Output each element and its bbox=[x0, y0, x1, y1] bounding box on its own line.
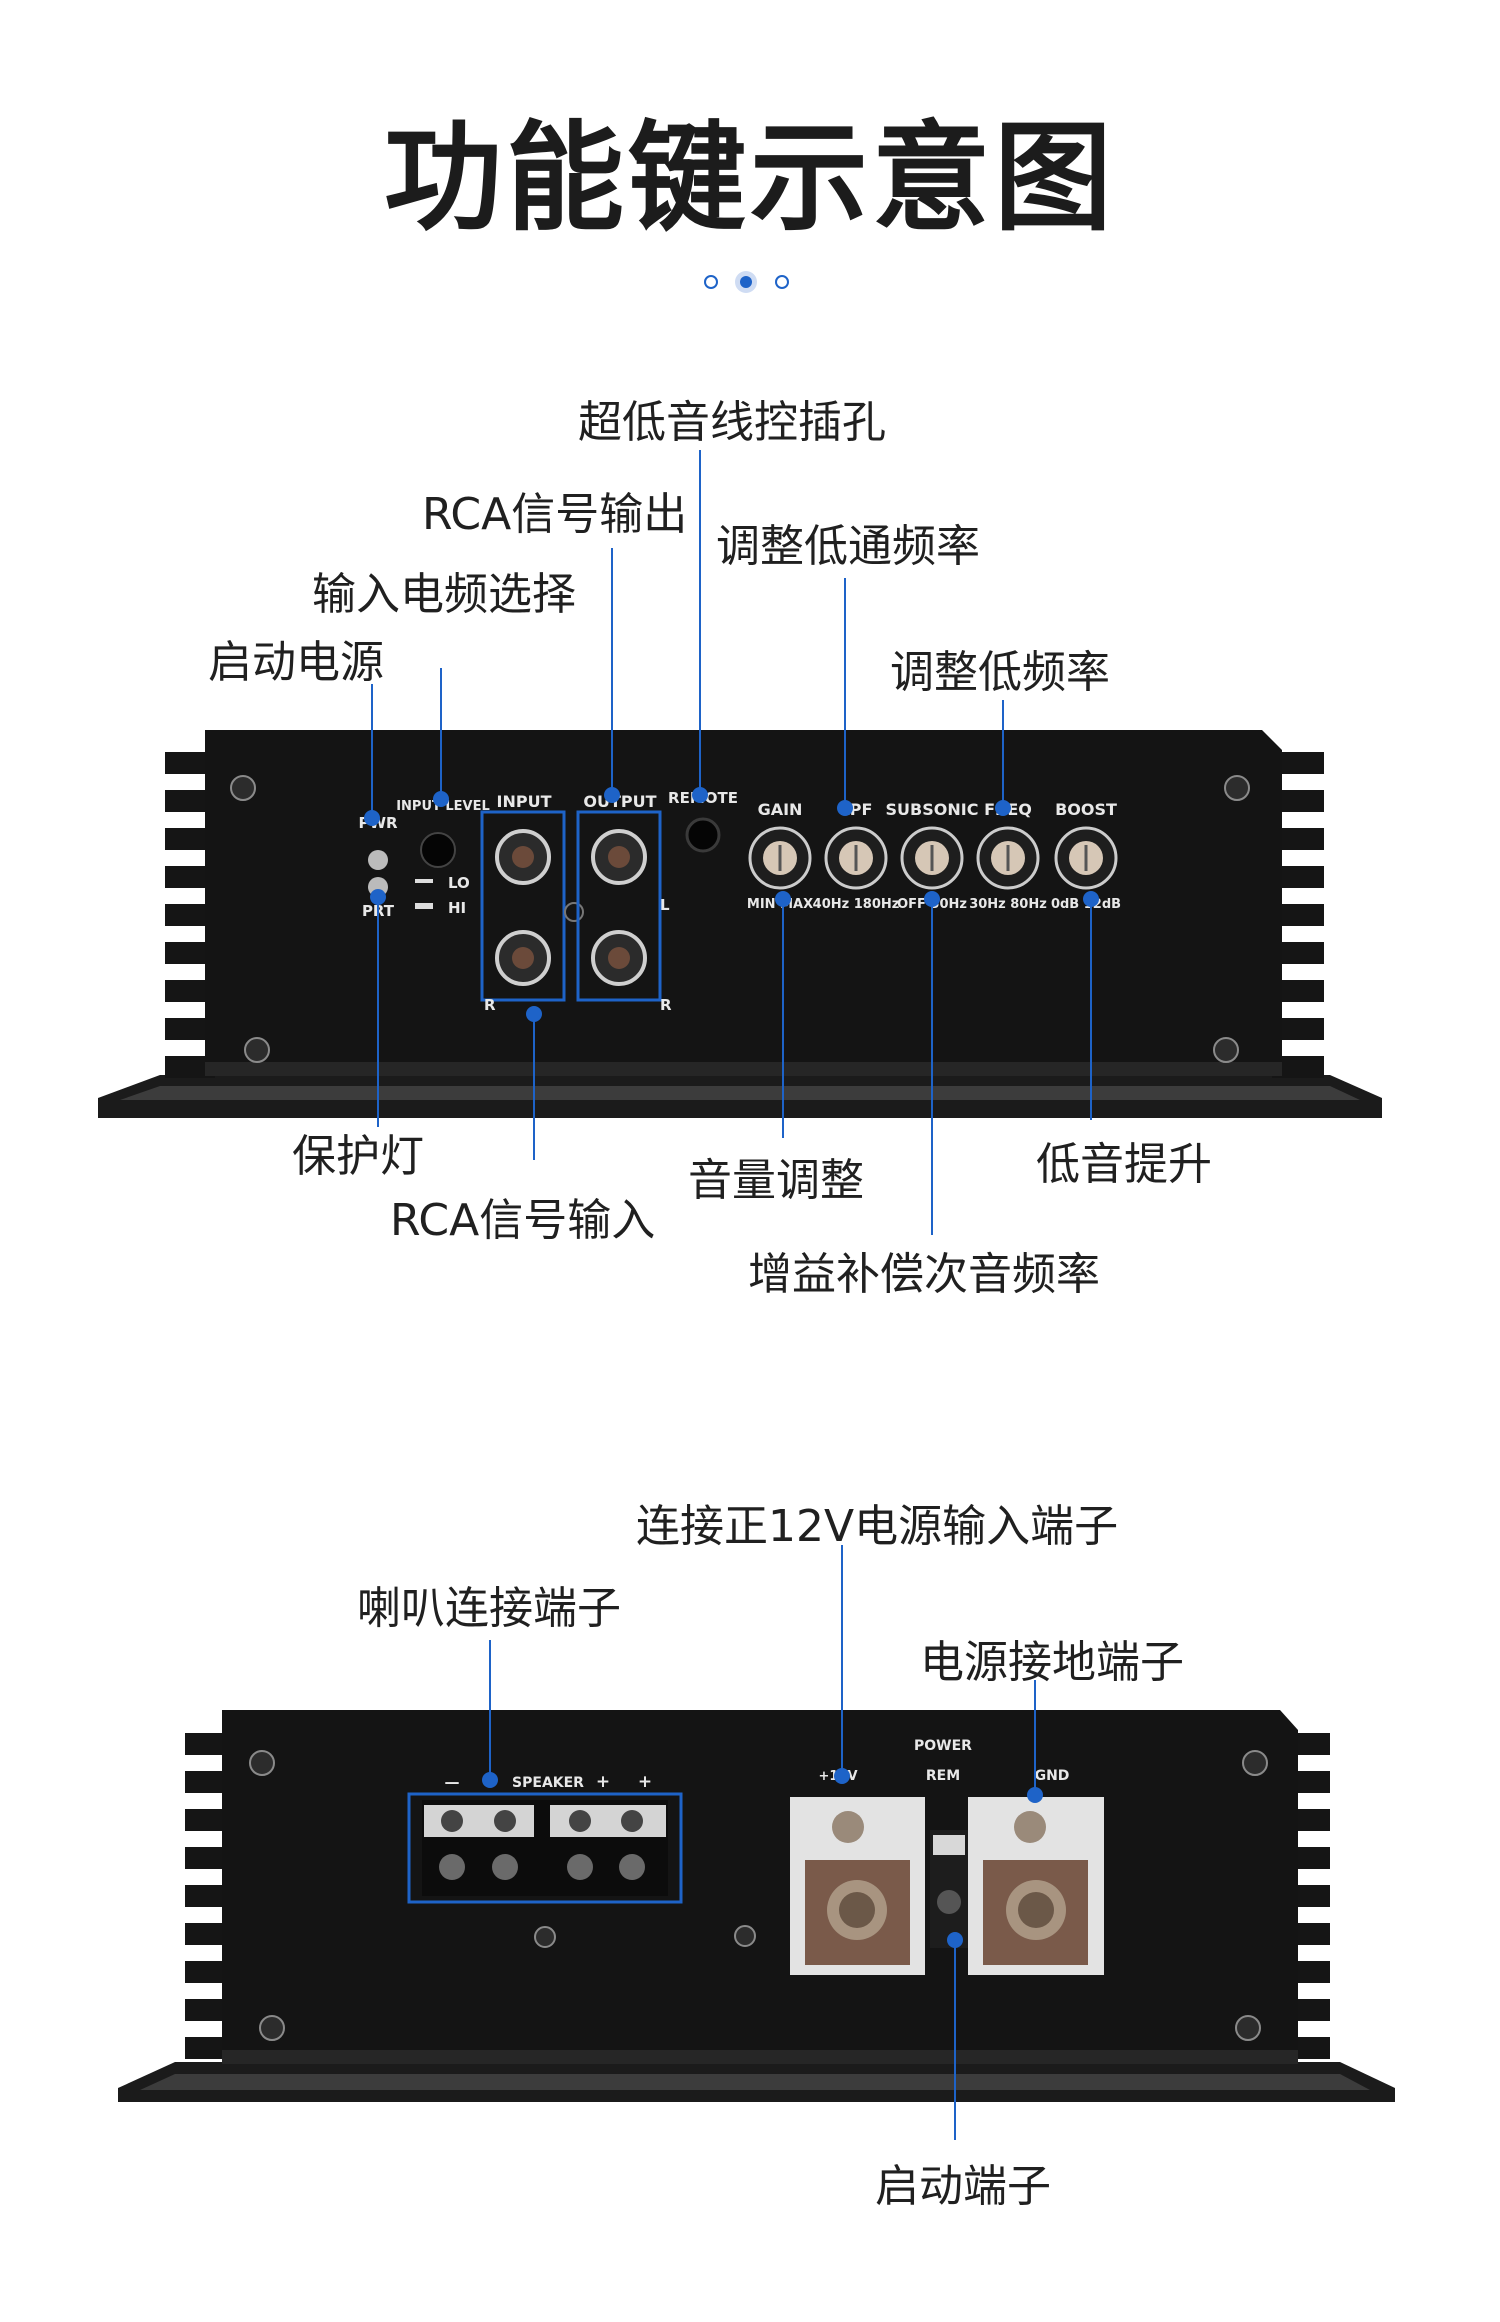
r-text: R bbox=[484, 996, 496, 1014]
screw-icon bbox=[734, 1925, 756, 1947]
rca-input-frame bbox=[480, 810, 566, 1002]
callout-remote: 启动端子 bbox=[875, 2161, 1051, 2212]
lpf-range: 40Hz 180Hz bbox=[813, 897, 900, 912]
hi-text: HI bbox=[448, 899, 466, 917]
screw-icon bbox=[259, 2015, 285, 2041]
screw-icon bbox=[1242, 1750, 1268, 1776]
screw-icon bbox=[1235, 2015, 1261, 2041]
pos-12v-terminal bbox=[790, 1797, 925, 1975]
rca-output-frame bbox=[576, 810, 662, 1002]
callout-bass-boost: 低音提升 bbox=[1036, 1139, 1212, 1190]
power-led bbox=[368, 850, 388, 870]
callout-speaker: 喇叭连接端子 bbox=[357, 1583, 621, 1634]
l-text: L bbox=[660, 896, 670, 914]
callout-subsonic: 增益补偿次音频率 bbox=[748, 1249, 1100, 1300]
screw-icon bbox=[230, 775, 256, 801]
rca-jack-icon bbox=[591, 930, 647, 986]
callout-pos-12v: 连接正12V电源输入端子 bbox=[636, 1501, 1119, 1552]
speaker-text: SPEAKER bbox=[512, 1775, 584, 1791]
rear-callout-dots bbox=[482, 1768, 1043, 1948]
lo-text: LO bbox=[448, 874, 470, 892]
callout-sub-remote: 超低音线控插孔 bbox=[578, 397, 886, 448]
callout-protect: 保护灯 bbox=[292, 1131, 424, 1182]
boost-text: BOOST bbox=[1055, 800, 1117, 819]
screw-icon bbox=[1224, 775, 1250, 801]
power-text: POWER bbox=[914, 1738, 972, 1754]
rca-jack-icon bbox=[591, 829, 647, 885]
speaker-minus-text: — bbox=[445, 1773, 460, 1791]
rem-text: REM bbox=[926, 1768, 960, 1784]
callout-lpf: 调整低通频率 bbox=[716, 521, 980, 572]
rear-callout-lines bbox=[489, 1545, 1036, 2140]
freq-range: 30Hz 80Hz bbox=[969, 897, 1047, 912]
output-text: OUTPUT bbox=[583, 792, 656, 811]
front-callout-dots bbox=[364, 787, 1099, 1022]
rear-amplifier-panel: — SPEAKER + + POWER +12V REM GND bbox=[118, 1710, 1395, 2102]
subsonic-text: SUBSONIC bbox=[886, 800, 979, 819]
carousel-dots bbox=[704, 271, 789, 293]
gain-text: GAIN bbox=[758, 800, 803, 819]
screw-icon bbox=[534, 1926, 556, 1948]
gnd-text: GND bbox=[1035, 1768, 1070, 1784]
carousel-dot-3[interactable] bbox=[775, 275, 789, 289]
speaker-plus1-text: + bbox=[596, 1772, 610, 1792]
input-text: INPUT bbox=[497, 792, 552, 811]
speaker-plus2-text: + bbox=[638, 1772, 652, 1792]
front-amplifier-panel: PWR PRT INPUT LEVEL LO HI INPUT R OUTPUT… bbox=[98, 730, 1382, 1118]
page-title: 功能键示意图 bbox=[383, 109, 1116, 247]
callout-rca-input: RCA信号输入 bbox=[390, 1195, 656, 1246]
screw-icon bbox=[1213, 1037, 1239, 1063]
rca-jack-icon bbox=[495, 930, 551, 986]
gnd-terminal bbox=[968, 1797, 1104, 1975]
callout-input-level: 输入电频选择 bbox=[312, 569, 576, 620]
screw-icon bbox=[244, 1037, 270, 1063]
remote-jack-icon bbox=[685, 817, 721, 853]
carousel-dot-1[interactable] bbox=[704, 275, 718, 289]
remote-terminal bbox=[930, 1830, 968, 1948]
front-callout-lines bbox=[371, 450, 1092, 1235]
r-text: R bbox=[660, 996, 672, 1014]
callout-power: 启动电源 bbox=[208, 637, 384, 688]
speaker-terminal-frame bbox=[407, 1792, 683, 1904]
screw-icon bbox=[249, 1750, 275, 1776]
rca-jack-icon bbox=[495, 829, 551, 885]
callout-volume: 音量调整 bbox=[688, 1155, 864, 1206]
speaker-terminal-block bbox=[424, 1805, 666, 1880]
carousel-dot-2-core bbox=[740, 276, 752, 288]
callout-gnd: 电源接地端子 bbox=[920, 1637, 1184, 1688]
callout-freq: 调整低频率 bbox=[890, 647, 1110, 698]
callout-rca-output: RCA信号输出 bbox=[422, 489, 688, 540]
input-level-switch bbox=[420, 832, 456, 868]
